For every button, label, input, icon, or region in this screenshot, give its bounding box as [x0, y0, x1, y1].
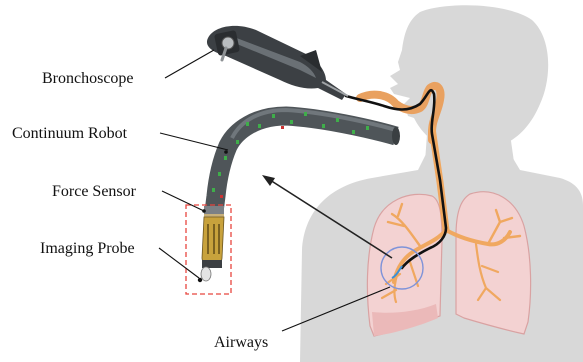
label-airways: Airways: [214, 334, 268, 351]
joint-marker: [322, 124, 325, 128]
joint-marker: [352, 130, 355, 134]
force-sensor-ring: [204, 206, 224, 215]
joint-marker: [290, 120, 293, 124]
joint-marker: [246, 122, 249, 126]
joint-marker: [236, 140, 239, 144]
joint-marker: [366, 126, 369, 130]
imaging-probe-leader: [159, 248, 199, 278]
force-sensor-leader: [162, 191, 204, 211]
joint-marker: [224, 156, 227, 160]
force-sensor-band: [204, 214, 224, 217]
bronchoscope-knob: [222, 37, 234, 49]
label-force-sensor: Force Sensor: [52, 183, 137, 200]
joint-marker: [212, 188, 215, 192]
force-sensor-leader-dot: [202, 209, 206, 213]
robot-end-cap: [392, 127, 400, 145]
joint-marker: [272, 114, 275, 118]
joint-marker: [258, 124, 261, 128]
label-continuum-robot: Continuum Robot: [12, 125, 128, 142]
robot-red-accent: [281, 126, 284, 129]
bronchoscope-device: [207, 26, 348, 100]
continuum-robot-leader: [160, 133, 228, 150]
zoom-arrow-head: [262, 175, 275, 186]
imaging-probe-body: [202, 217, 224, 264]
label-imaging-probe: Imaging Probe: [40, 240, 135, 257]
joint-marker: [336, 118, 339, 122]
robot-label-dot: [224, 150, 228, 154]
bronchoscope-leader: [165, 50, 214, 78]
label-bronchoscope: Bronchoscope: [42, 70, 134, 87]
imaging-probe-tip-dot: [198, 278, 202, 282]
head-shape: [390, 5, 548, 146]
joint-marker: [304, 112, 307, 116]
imaging-probe-tip: [201, 267, 211, 281]
joint-marker: [218, 172, 221, 176]
robot-red-accent: [220, 195, 223, 198]
